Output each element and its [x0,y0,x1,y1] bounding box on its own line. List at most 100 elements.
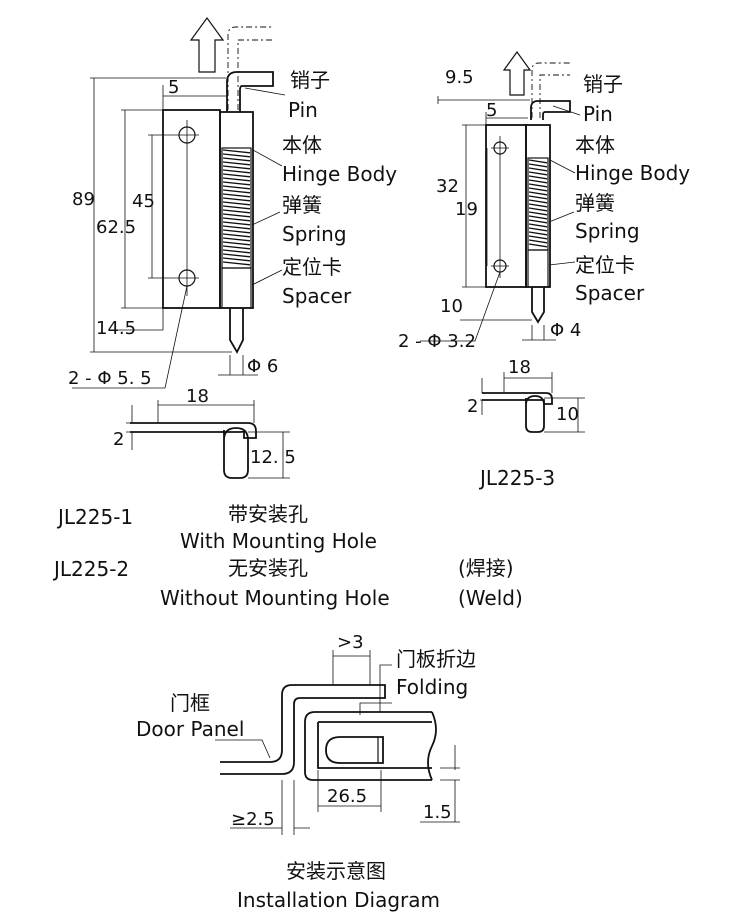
spacer-label-en-1: Spacer [282,284,352,308]
handle-thickness-1: 2 [113,429,124,450]
legend-weld-en: (Weld) [458,586,523,610]
install-min-dim: ≥2.5 [231,809,275,830]
door-panel-folding [304,711,432,781]
spring-coil [222,197,251,202]
spring-coil [528,187,548,192]
frame-label-en: Door Panel [136,717,244,741]
handle-thickness-3: 2 [467,396,478,417]
pin-label-cn-3: 销子 [583,72,623,96]
spring-coil [528,231,548,236]
pin-tip [229,308,244,354]
spring-coil [222,209,251,214]
pin-handle-2 [530,100,571,120]
install-gap-dim: 1.5 [423,802,452,823]
spring-coil [528,167,548,172]
caption-en: Installation Diagram [237,888,440,912]
handle-height-1: 12. 5 [250,447,296,468]
spring-label-cn-3: 弹簧 [575,191,615,215]
folding-label-en: Folding [396,675,468,699]
spring-coil [528,199,548,204]
spring-coil [222,233,251,238]
body-label-en-1: Hinge Body [282,162,397,186]
spring-coil [222,245,251,250]
handle-view-jl225-1 [126,400,290,479]
spring-coil [528,215,548,220]
spring-coil [528,207,548,212]
dim-height-3: 32 [436,176,459,197]
spring-coil [222,181,251,186]
spring-coil [528,163,548,168]
pin-handle [226,71,274,112]
pin-label-en-3: Pin [583,102,613,126]
pin-label-cn-1: 销子 [290,68,330,92]
spring-coil [222,157,251,162]
model-label-jl225-3: JL225-3 [478,466,555,490]
handle-length-3: 18 [508,357,531,378]
spring-coil [222,177,251,182]
dim-bottom-1: 14.5 [96,318,136,339]
pull-arrow-icon-2 [502,50,532,96]
spring-coil [222,221,251,226]
caption-cn: 安装示意图 [286,859,386,883]
spring-coil [222,205,251,210]
legend-weld-cn: (焊接) [458,556,514,580]
legend-row2-cn: 无安装孔 [228,556,308,580]
pull-arrow-icon [189,16,225,73]
spring-coil [222,185,251,190]
spring-coil [222,253,251,258]
dim-pin-dia-1: Φ 6 [247,356,278,377]
spring-coil [528,191,548,196]
dim-top-1: 5 [168,77,179,98]
spring-coil [528,195,548,200]
spring-coil [528,223,548,228]
handle-height-3: 10 [556,404,579,425]
dim-pin-dia-3: Φ 4 [550,320,581,341]
handle-view-jl225-3 [480,372,585,433]
spring-coil [222,193,251,198]
dim-offset-3: 9.5 [445,67,474,88]
hinge-jl225-3 [420,50,581,342]
hinge-jl225-1 [72,16,286,389]
spring-label-en-3: Spring [575,219,640,243]
installed-pin [325,736,384,764]
spring-coil [222,165,251,170]
legend-row1-code: JL225-1 [56,505,133,529]
legend-row1-cn: 带安装孔 [228,502,308,526]
frame-label-cn: 门框 [170,691,210,715]
dim-bottom-3: 10 [440,296,463,317]
spring-coil [222,237,251,242]
spring-coil [222,189,251,194]
door-frame [220,684,386,775]
spring-coil [222,225,251,230]
dim-height-1: 89 [72,189,95,210]
spring-coil [528,211,548,216]
spring-coil [528,203,548,208]
spring-coil [222,217,251,222]
spring-label-cn-1: 弹簧 [282,193,322,217]
dim-holes-1: 2 - Φ 5. 5 [68,368,152,389]
folding-label-cn: 门板折边 [396,647,476,671]
dim-body-1: 62.5 [96,217,136,238]
spring-label-en-1: Spring [282,222,347,246]
spring-coil [528,159,548,164]
legend-row2-code: JL225-2 [52,557,129,581]
install-length-dim: 26.5 [327,786,367,807]
dim-top-3: 5 [486,100,497,121]
spring-coil [222,153,251,158]
spring-coil [528,171,548,176]
spring-coil [528,235,548,240]
spring-coil [222,173,251,178]
spacer [221,267,252,309]
dim-holes-3: 2 - Φ 3.2 [398,331,476,352]
spring-coil [222,249,251,254]
spring-coil [222,201,251,206]
spring-coil [222,149,251,154]
spring-coil [222,261,251,266]
spring-coil [222,169,251,174]
handle-length-1: 18 [186,386,209,407]
body-label-cn-1: 本体 [282,133,322,157]
install-gap: >3 [337,632,364,653]
pin-label-en-1: Pin [288,98,318,122]
spring-coil [222,161,251,166]
